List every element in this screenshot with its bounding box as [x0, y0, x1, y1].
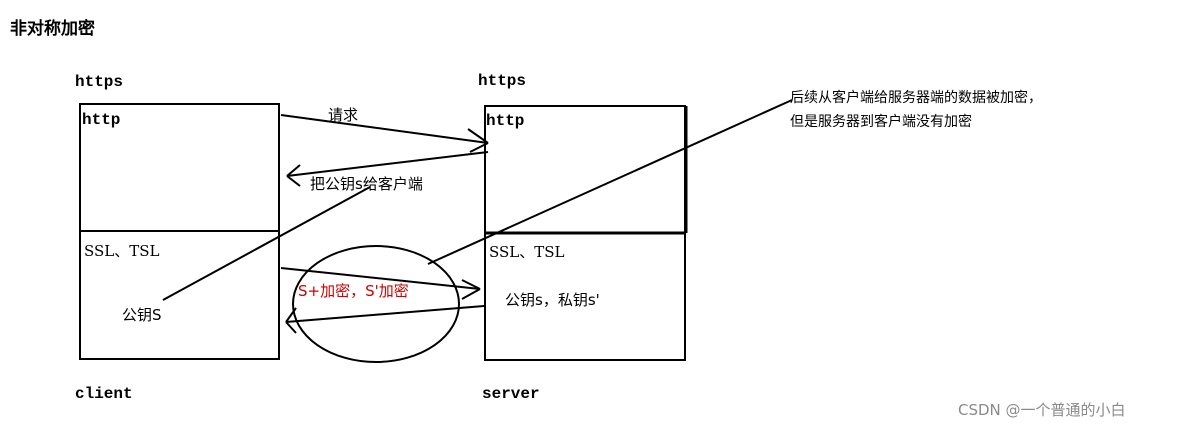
server-https-label: https: [478, 72, 527, 90]
client-https-label: https: [75, 73, 124, 91]
annotation-line-1: 后续从客户端给服务器端的数据被加密，: [790, 90, 1042, 106]
send-public-key-label: 把公钥s给客户端: [310, 175, 423, 193]
page-title: 非对称加密: [10, 19, 95, 39]
encryption-label: S+加密，S'加密: [298, 282, 409, 300]
watermark: CSDN @一个普通的小白: [958, 401, 1126, 419]
encrypted-channel-circle: [292, 245, 460, 363]
client-label: client: [75, 385, 133, 403]
annotation-pointer-line: [427, 99, 793, 265]
return-arrow-to-client: [285, 305, 485, 334]
server-tls-label: SSL、TSL: [489, 243, 565, 261]
encrypt-arrow-to-server: [280, 267, 481, 300]
client-public-key-label: 公钥S: [122, 306, 162, 324]
key-transfer-line: [162, 186, 371, 301]
client-http-label: http: [82, 111, 121, 129]
client-tls-label: SSL、TSL: [84, 242, 160, 260]
server-label: server: [482, 385, 540, 403]
request-arrow: [280, 114, 489, 153]
annotation-line-2: 但是服务器到客户端没有加密: [790, 114, 972, 130]
server-http-label: http: [486, 112, 525, 130]
request-arrow-label: 请求: [328, 106, 359, 124]
send-key-arrow: [286, 151, 489, 187]
server-keys-label: 公钥s，私钥s': [505, 291, 600, 309]
